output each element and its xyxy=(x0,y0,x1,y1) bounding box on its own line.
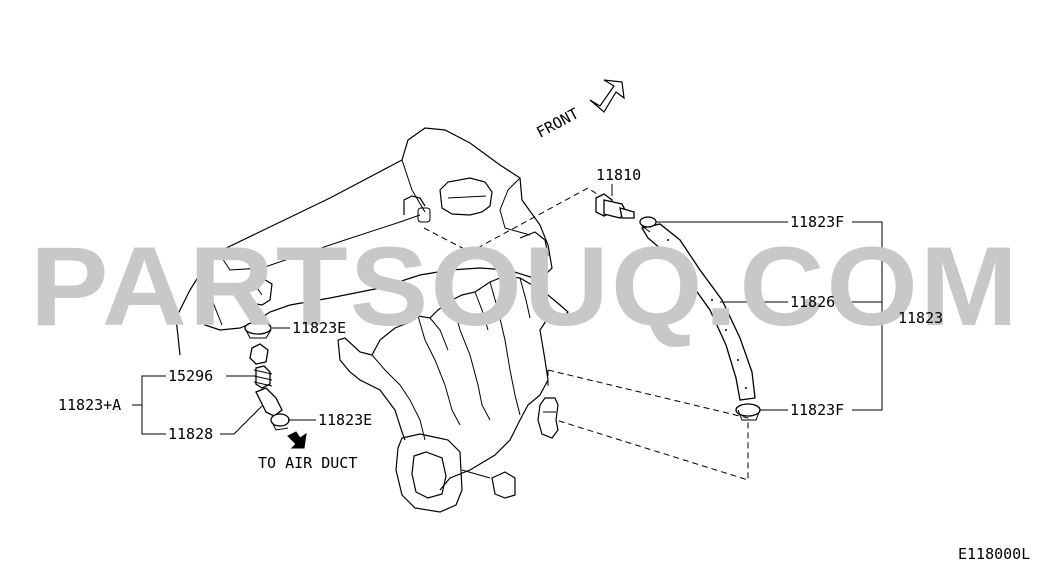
label-11823E-top: 11823E xyxy=(292,319,346,337)
front-arrow-icon xyxy=(589,79,625,113)
label-11823F-bottom: 11823F xyxy=(790,401,844,419)
watermark: PARTSOUQ.COM xyxy=(30,224,1020,349)
label-11823: 11823 xyxy=(898,309,943,327)
label-11828: 11828 xyxy=(168,425,213,443)
label-11823E-bottom: 11823E xyxy=(318,411,372,429)
hose-11828 xyxy=(255,387,283,417)
air-duct-arrow-icon xyxy=(287,431,307,449)
filter-15296 xyxy=(253,365,273,389)
label-11823A: 11823+A xyxy=(58,396,121,414)
clamp-11823E-top xyxy=(244,321,272,339)
destination-label: TO AIR DUCT xyxy=(258,454,357,472)
leader-lines xyxy=(132,184,896,435)
pcv-valve xyxy=(595,193,635,219)
engine-rocker-cover xyxy=(175,127,553,356)
label-11823F-top: 11823F xyxy=(790,213,844,231)
label-15296: 15296 xyxy=(168,367,213,385)
clamp-11823E-bottom xyxy=(270,413,290,431)
label-11826: 11826 xyxy=(790,293,835,311)
dashed-connection-lines xyxy=(423,187,749,481)
front-label: FRONT xyxy=(533,104,581,141)
hose-11826 xyxy=(640,223,756,401)
hose-connector-upper xyxy=(249,343,269,365)
intake-manifold xyxy=(337,231,569,513)
label-11810: 11810 xyxy=(596,166,641,184)
diagram-code: E118000L xyxy=(958,545,1030,563)
